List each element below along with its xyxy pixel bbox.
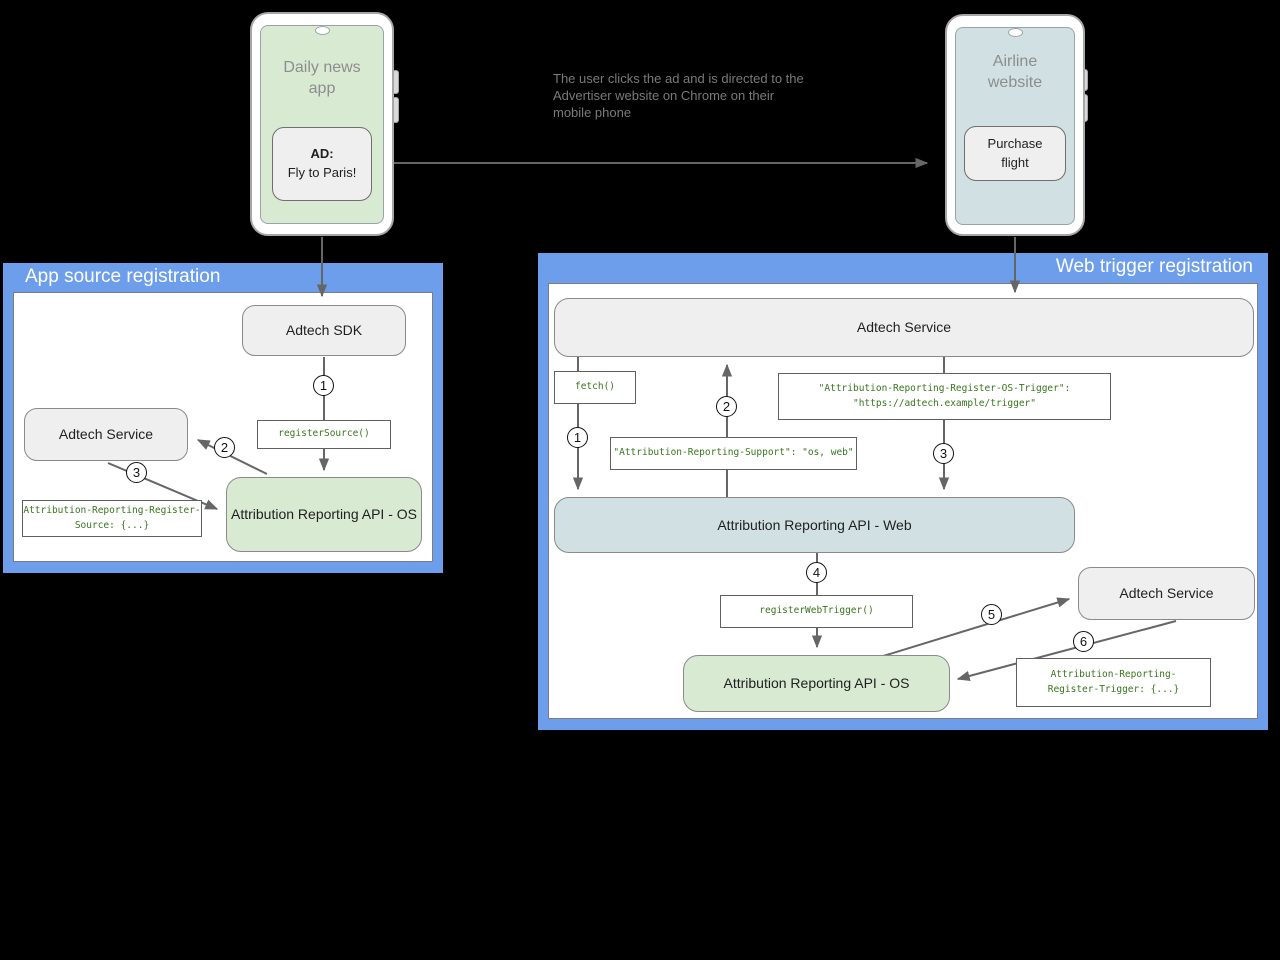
web-trigger-api-os-box: Attribution Reporting API - OS	[683, 655, 950, 712]
ad-box: AD: Fly to Paris!	[272, 127, 372, 201]
web-trigger-step-6-badge: 6	[1073, 631, 1094, 652]
register-trigger-header-box: Attribution-Reporting- Register-Trigger:…	[1016, 658, 1211, 707]
web-trigger-adtech-service-2-box: Adtech Service	[1078, 567, 1255, 620]
web-trigger-adtech-service-box: Adtech Service	[554, 298, 1254, 357]
app-source-adtech-service-box: Adtech Service	[24, 408, 188, 461]
app-source-step-3-badge: 3	[126, 462, 147, 483]
ad-title: AD:	[310, 146, 334, 162]
arrow-api-os-to-service-step5	[879, 597, 1071, 658]
app-source-api-os-box: Attribution Reporting API - OS	[226, 477, 422, 552]
purchase-flight-box: Purchase flight	[964, 126, 1066, 181]
fetch-box: fetch()	[554, 371, 636, 404]
app-source-step-1-badge: 1	[313, 375, 334, 396]
register-web-trigger-box: registerWebTrigger()	[720, 595, 913, 628]
os-trigger-header-box: "Attribution-Reporting-Register-OS-Trigg…	[778, 373, 1111, 420]
advertiser-phone-camera-icon	[1008, 28, 1023, 37]
purchase-flight-label: Purchase flight	[987, 135, 1043, 170]
user-click-caption: The user clicks the ad and is directed t…	[553, 71, 804, 120]
arrow-service-to-api-os-step6	[956, 620, 1177, 682]
app-source-step-2-badge: 2	[214, 437, 235, 458]
arrow-api-os-to-service-step2	[196, 439, 268, 475]
web-trigger-step-1-badge: 1	[567, 427, 588, 448]
api-web-box: Attribution Reporting API - Web	[554, 497, 1075, 553]
adtech-sdk-box: Adtech SDK	[242, 305, 406, 356]
web-trigger-step-3-badge: 3	[933, 443, 954, 464]
app-source-panel-title: App source registration	[25, 266, 221, 287]
web-trigger-step-5-badge: 5	[981, 604, 1002, 625]
publisher-app-name: Daily news app	[283, 59, 361, 97]
register-source-header-box: Attribution-Reporting-Register- Source: …	[22, 500, 202, 537]
publisher-phone-camera-icon	[315, 26, 330, 35]
ad-text: Fly to Paris!	[287, 165, 357, 180]
advertiser-site-name: Airline website	[987, 53, 1043, 91]
register-source-box: registerSource()	[257, 420, 391, 449]
support-header-box: "Attribution-Reporting-Support": "os, we…	[610, 437, 857, 470]
web-trigger-step-4-badge: 4	[806, 562, 827, 583]
web-trigger-panel-title: Web trigger registration	[1055, 256, 1253, 277]
web-trigger-step-2-badge: 2	[716, 396, 737, 417]
